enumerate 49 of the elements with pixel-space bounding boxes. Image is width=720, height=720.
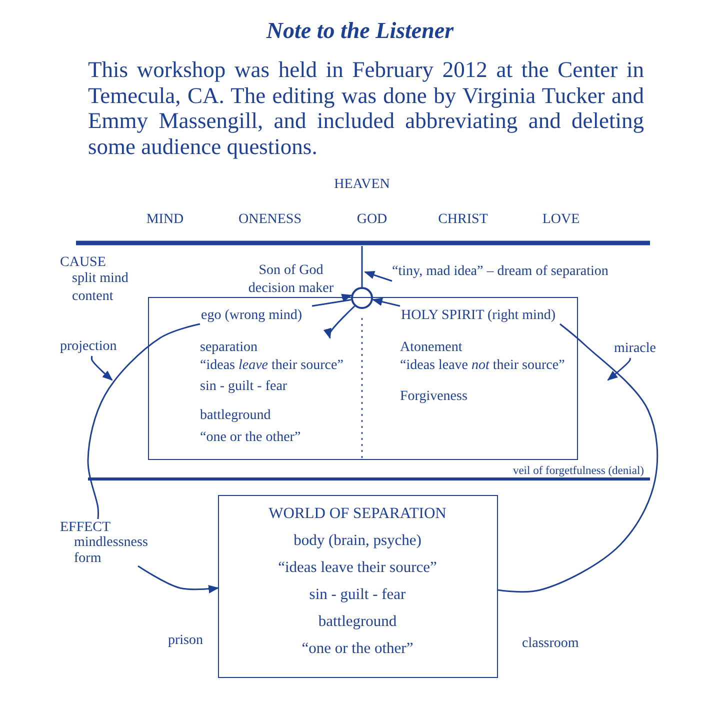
region-heading: HEAVEN — [333, 176, 391, 194]
term-label: Forgiveness — [400, 388, 468, 406]
term-label: ego (wrong mind) — [201, 307, 313, 325]
term-label: CHRIST — [437, 211, 489, 229]
term-label: body (brain, psyche) — [292, 531, 422, 551]
term-label: “ideas leave their source” — [277, 558, 438, 578]
heading-label: CAUSE — [60, 254, 106, 272]
term-label: sin - guilt - fear — [200, 378, 288, 396]
term-label: battleground — [317, 612, 398, 632]
term-label: miracle — [614, 340, 664, 358]
intro-paragraph: This workshop was held in February 2012 at the Center in Temecula, CA. The editing was done by Virginia Tucker and Emmy Massengill, and included abbreviating and deleting some audience questions. — [88, 57, 644, 159]
term-label: split mind content — [72, 270, 130, 306]
term-label: GOD — [356, 211, 388, 229]
heading-label: EFFECT — [60, 519, 111, 536]
decision-circle — [351, 287, 373, 309]
term-label: separation — [200, 339, 258, 357]
term-label: sin - guilt - fear — [308, 585, 407, 605]
term-label: classroom — [522, 635, 579, 653]
term-label: prison — [168, 632, 203, 650]
arrow — [137, 565, 220, 594]
term-label: “tiny, mad idea” – dream of separation — [392, 263, 642, 281]
connector-line — [312, 299, 352, 307]
title: Note to the Listener — [265, 18, 455, 44]
arrow — [372, 298, 400, 307]
term-label: ONENESS — [237, 211, 302, 229]
term-label: battleground — [200, 407, 271, 425]
term-label: Son of God decision maker — [240, 262, 342, 298]
term-label: Atonement — [400, 339, 462, 357]
box-heading: WORLD OF SEPARATION — [268, 504, 448, 524]
connector-line — [87, 323, 200, 520]
connector-line — [498, 323, 658, 593]
term-label: MIND — [145, 211, 185, 229]
world-box — [218, 495, 498, 678]
arrow — [341, 294, 352, 302]
term-label: “ideas leave not their source” — [400, 357, 565, 375]
term-label: “one or the other” — [200, 429, 301, 447]
veil-label: veil of forgetfulness (denial) — [512, 464, 644, 479]
term-label: projection — [60, 338, 124, 356]
arrow — [90, 356, 113, 381]
arrow — [323, 306, 356, 340]
term-label: HOLY SPIRIT (right mind) — [401, 307, 561, 325]
connector-line — [361, 246, 363, 287]
term-label: “ideas leave their source” — [200, 357, 344, 375]
term-label: “one or the other” — [300, 639, 414, 659]
term-label: LOVE — [541, 211, 581, 229]
arrow — [364, 271, 392, 282]
arrow — [607, 358, 631, 381]
mind-box — [148, 297, 578, 460]
term-label: mindlessness form — [74, 535, 149, 567]
